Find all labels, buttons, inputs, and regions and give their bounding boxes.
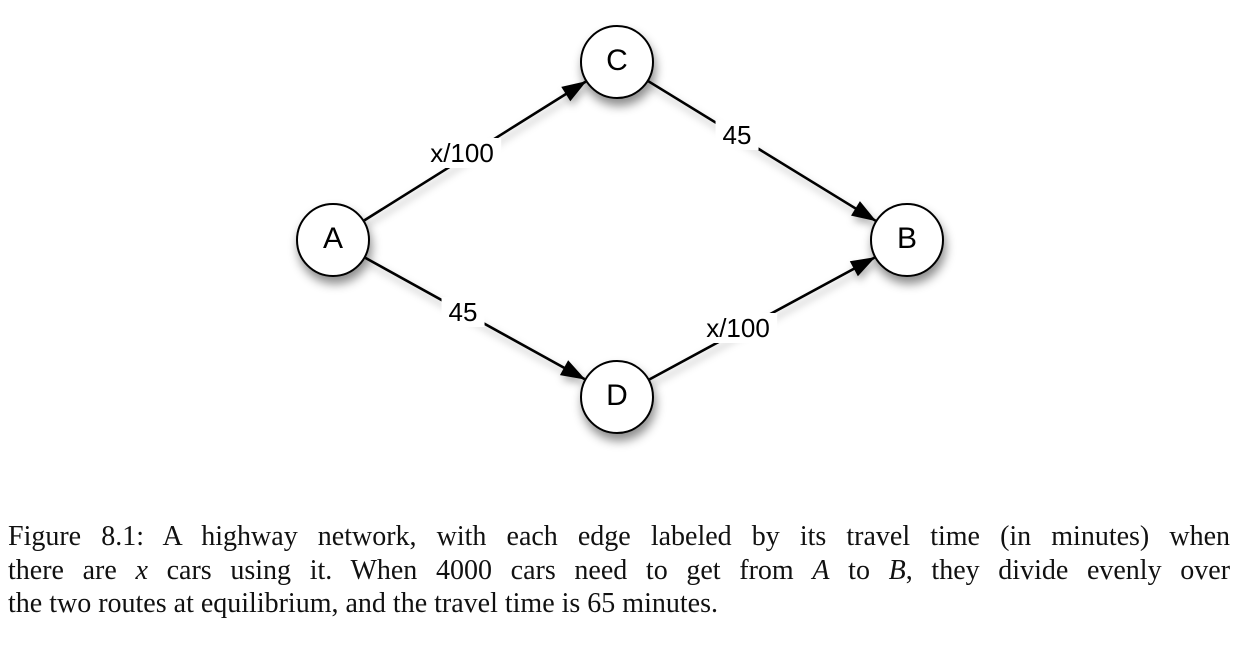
caption-line-1: Figure 8.1: A highway network, with each… (8, 521, 1230, 552)
figure-caption: Figure 8.1: A highway network, with each… (8, 520, 1230, 621)
caption-line-3: the two routes at equilibrium, and the t… (8, 588, 718, 619)
caption-line-2: there are x cars using it. When 4000 car… (8, 554, 1230, 588)
node-d-label: D (606, 379, 628, 412)
edge-label-c-b: 45 (715, 120, 759, 150)
caption-line-2-seg2: cars using it. When 4000 cars need to ge… (147, 554, 813, 586)
math-var-a: A (812, 554, 830, 586)
node-c-label: C (606, 44, 628, 77)
math-var-b: B (888, 554, 906, 586)
node-a-label: A (322, 222, 343, 255)
edge-c-to-b (647, 80, 877, 222)
math-var-x: x (135, 554, 148, 586)
caption-line-2-seg1: there are (8, 554, 136, 586)
node-b-circle: B (870, 203, 944, 277)
node-d-circle: D (580, 360, 654, 434)
caption-line-2-seg4: , they divide evenly over (905, 554, 1231, 586)
caption-line-2-seg3: to (829, 554, 889, 586)
edge-label-a-c: x/100 (423, 138, 501, 168)
node-c-circle: C (580, 25, 654, 99)
node-a-circle: A (296, 203, 370, 277)
edge-label-a-d: 45 (441, 297, 485, 327)
node-b-label: B (896, 222, 917, 255)
edge-label-d-b: x/100 (699, 313, 777, 343)
